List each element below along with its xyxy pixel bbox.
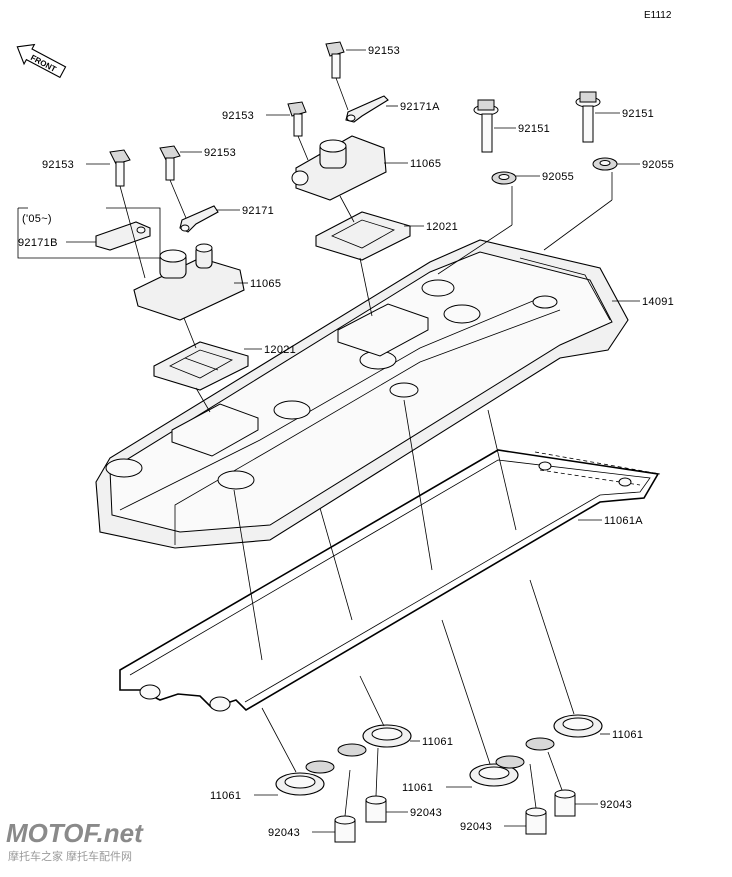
label-92153-b: 92153 (204, 147, 236, 159)
watermark-tagline: 摩托车之家 摩托车配件网 (8, 849, 132, 863)
figure-code: E1112 (644, 10, 672, 21)
front-arrow-icon: FRONT (16, 43, 67, 79)
callout-labels: 92153 92171A 92153 92151 92151 92153 921… (42, 45, 674, 839)
washer-92055-b-hole (599, 160, 611, 166)
watermark-brand: MOTOF.net (6, 818, 144, 848)
o-ring-c (305, 760, 335, 774)
reed-plate-right-12021 (315, 211, 411, 261)
reed-plate-left-12021 (153, 341, 249, 391)
plug-gasket-11061-b (553, 714, 603, 738)
bracket-92171a (345, 95, 389, 123)
label-11061-a: 11061 (422, 736, 453, 748)
label-92043-c: 92043 (460, 821, 492, 833)
washer-92055-a-hole (498, 174, 510, 180)
label-11061-c: 11061 (210, 790, 241, 802)
label-92171a: 92171A (400, 101, 440, 113)
label-92171: 92171 (242, 205, 274, 217)
label-92151-a: 92151 (518, 123, 550, 135)
ring-92043-d (554, 789, 576, 817)
label-11061a: 11061A (604, 515, 643, 527)
note-year: ('05~) (22, 213, 52, 225)
ring-92043-b (365, 795, 387, 823)
bolt-92153-b (159, 145, 181, 181)
o-ring-a (337, 743, 367, 757)
label-12021-a: 12021 (264, 344, 296, 356)
reed-valve-cover-left-11065 (133, 243, 245, 321)
label-92153-c: 92153 (222, 110, 254, 122)
plug-gasket-11061-d (469, 763, 519, 787)
label-92151-b: 92151 (622, 108, 654, 120)
ring-92043-c (525, 807, 547, 835)
label-92153-d: 92153 (368, 45, 400, 57)
label-92055-a: 92055 (542, 171, 574, 183)
label-14091: 14091 (642, 296, 674, 308)
assembly-guide-lines (119, 77, 613, 817)
label-11065-a: 11065 (250, 278, 281, 290)
note-box: ('05~) 92171B (17, 207, 161, 259)
head-cover-gasket-11061a (119, 449, 661, 712)
label-12021-b: 12021 (426, 221, 458, 233)
label-92153-a: 92153 (42, 159, 74, 171)
watermark: MOTOF.net 摩托车之家 摩托车配件网 (6, 818, 144, 863)
bolt-92153-a (109, 149, 131, 187)
label-92171b: 92171B (18, 237, 58, 249)
label-92055-b: 92055 (642, 159, 674, 171)
bolt-92153-d (325, 41, 345, 79)
label-92043-a: 92043 (268, 827, 300, 839)
o-ring-d (495, 755, 525, 769)
plug-gasket-11061-c (275, 772, 325, 796)
reed-valve-cover-right-11065 (291, 135, 387, 201)
bracket-92171b (95, 221, 151, 251)
label-11061-d: 11061 (402, 782, 433, 794)
bracket-92171 (179, 205, 219, 233)
bolt-92151-a (473, 99, 499, 153)
plug-gasket-11061-a (362, 724, 412, 748)
o-ring-b (525, 737, 555, 751)
bolt-92153-c (287, 101, 307, 137)
label-11065-b: 11065 (410, 158, 441, 170)
label-11061-b: 11061 (612, 729, 643, 741)
ring-92043-a (334, 815, 356, 843)
label-92043-d: 92043 (600, 799, 632, 811)
cylinder-head-cover-14091 (95, 239, 629, 549)
bolt-92151-b (575, 91, 601, 143)
label-92043-b: 92043 (410, 807, 442, 819)
